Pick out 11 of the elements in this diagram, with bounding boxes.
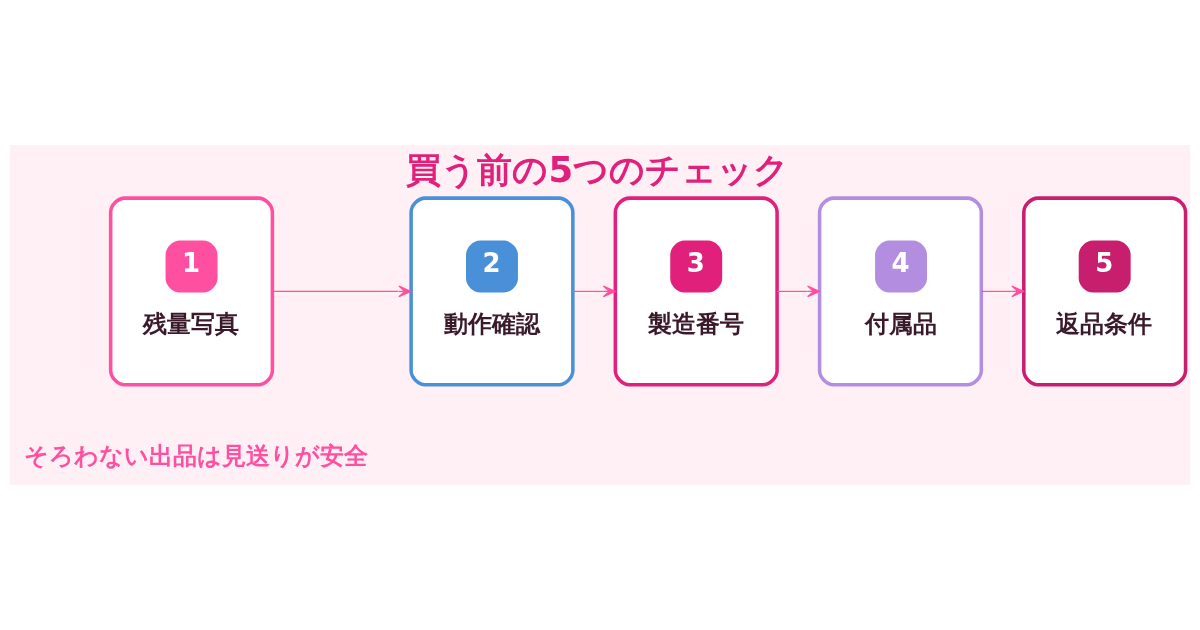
node-box: 2 動作確認 xyxy=(409,196,575,387)
arrow xyxy=(272,285,412,298)
node-box: 5 返品条件 xyxy=(1022,196,1188,387)
node-box: 4 付属品 xyxy=(817,196,984,387)
caption: そろわない出品は見送りが安全 xyxy=(23,441,368,470)
arrow xyxy=(776,285,820,298)
diagram-title: 買う前の5つのチェック xyxy=(406,148,790,190)
arrow xyxy=(980,285,1025,298)
node-box: 3 製造番号 xyxy=(613,196,779,387)
node-box: 1 残量写真 xyxy=(108,196,275,387)
arrow xyxy=(572,285,616,298)
